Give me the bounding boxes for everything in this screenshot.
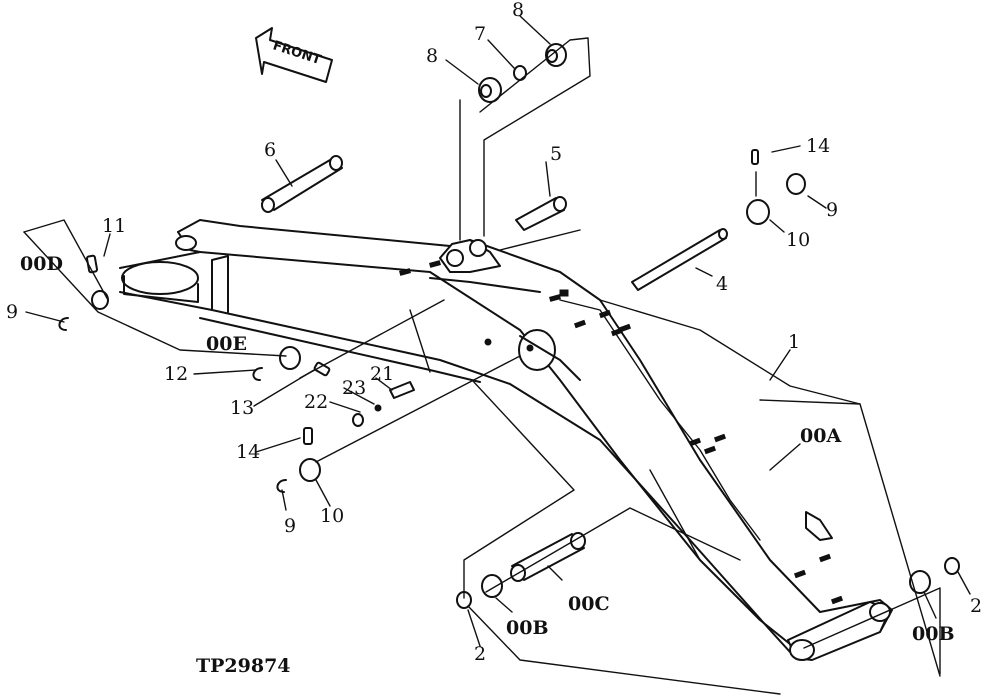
callout-8-top: 8: [512, 0, 524, 21]
callout-9-bottom: 9: [284, 515, 296, 537]
boom-assembly: [119, 219, 893, 661]
callout-00B-right: 00B: [912, 623, 955, 645]
callout-00A: 00A: [800, 425, 841, 447]
callout-00B-left: 00B: [506, 617, 549, 639]
callout-6: 6: [264, 139, 276, 161]
figure-code: TP29874: [196, 655, 291, 677]
front-arrow-icon: FRONT: [255, 27, 333, 83]
callout-14-top: 14: [806, 135, 830, 157]
callout-9-right: 9: [826, 199, 838, 221]
callout-pointers: [25, 15, 971, 647]
pin-4: [631, 228, 728, 291]
callout-00E: 00E: [206, 333, 247, 355]
callout-1: 1: [788, 331, 800, 353]
callout-10-right: 10: [786, 229, 810, 251]
callout-00D: 00D: [20, 253, 63, 275]
pin-6: [261, 155, 343, 213]
callout-5: 5: [550, 143, 562, 165]
callout-21: 21: [370, 363, 394, 385]
callout-2-right: 2: [970, 595, 982, 617]
callout-13: 13: [230, 397, 254, 419]
callout-4: 4: [716, 273, 728, 295]
bushings: [58, 43, 960, 609]
callout-23: 23: [342, 377, 366, 399]
callout-00C: 00C: [568, 593, 610, 615]
callout-11: 11: [102, 215, 126, 237]
callout-7: 7: [474, 23, 486, 45]
callout-12: 12: [164, 363, 188, 385]
callout-10-left: 10: [320, 505, 344, 527]
callout-9-left: 9: [6, 301, 18, 323]
callout-2-left: 2: [474, 643, 486, 665]
callout-8-left: 8: [426, 45, 438, 67]
callout-22: 22: [304, 391, 328, 413]
callout-14-left: 14: [236, 441, 260, 463]
leader-lines: [23, 37, 941, 695]
pin-5: [515, 196, 567, 231]
callout-labels: 8 7 8 5 6 14 9 10 4 1 00A 11 00D 9 00E 1…: [6, 0, 982, 665]
